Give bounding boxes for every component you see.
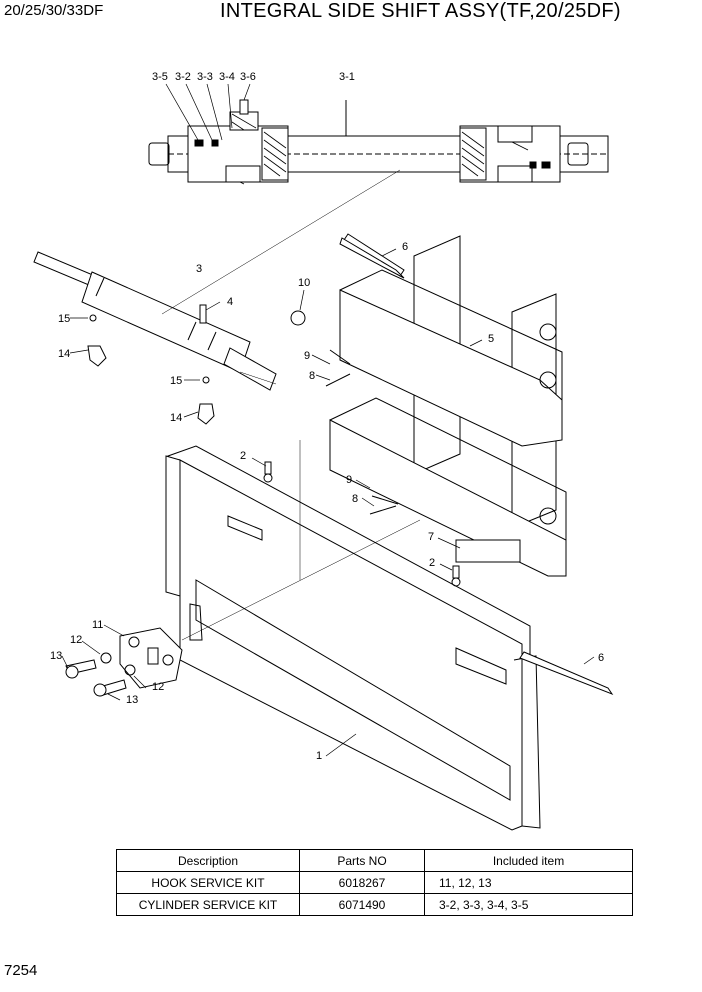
kit-included-items: 3-2, 3-3, 3-4, 3-5 bbox=[424, 893, 633, 916]
cylinder-assy-3 bbox=[33, 169, 401, 425]
callout-3-4: 3-4 bbox=[219, 71, 235, 83]
service-kit-table: Description Parts NO Included item HOOK … bbox=[116, 849, 633, 916]
side-shift-plate bbox=[329, 397, 567, 577]
leaders-lower bbox=[61, 248, 595, 757]
callout-7: 7 bbox=[428, 531, 434, 543]
callout-9-top: 9 bbox=[304, 350, 310, 362]
callout-14-top: 14 bbox=[58, 348, 70, 360]
hook-assy bbox=[65, 237, 614, 697]
page-title: INTEGRAL SIDE SHIFT ASSY(TF,20/25DF) bbox=[220, 0, 621, 22]
callout-9-bottom: 9 bbox=[346, 474, 352, 486]
callout-12-bottom: 12 bbox=[152, 681, 164, 693]
column-header-parts-no: Parts NO bbox=[299, 849, 425, 872]
callout-14-bottom: 14 bbox=[170, 412, 182, 424]
callout-4: 4 bbox=[227, 296, 233, 308]
callout-11: 11 bbox=[92, 619, 103, 631]
page-number: 7254 bbox=[4, 962, 38, 979]
callout-3-1: 3-1 bbox=[339, 71, 355, 83]
table-row: HOOK SERVICE KIT 6018267 11, 12, 13 bbox=[116, 871, 633, 894]
kit-part-number: 6018267 bbox=[299, 871, 425, 894]
kit-description: CYLINDER SERVICE KIT bbox=[116, 893, 300, 916]
callout-3: 3 bbox=[196, 263, 202, 275]
callout-8-top: 8 bbox=[309, 370, 315, 382]
carriage-frame-1 bbox=[165, 440, 541, 831]
callout-3-5: 3-5 bbox=[152, 71, 168, 83]
callout-15-top: 15 bbox=[58, 313, 70, 325]
table-header-row: Description Parts NO Included item bbox=[116, 849, 633, 872]
callout-13-top: 13 bbox=[50, 650, 62, 662]
kit-part-number: 6071490 bbox=[299, 893, 425, 916]
model-code: 20/25/30/33DF bbox=[4, 2, 104, 19]
callout-12-top: 12 bbox=[70, 634, 82, 646]
callout-2-bottom: 2 bbox=[429, 557, 435, 569]
callout-5: 5 bbox=[488, 333, 494, 345]
leaders-top bbox=[165, 83, 251, 141]
cylinder-section bbox=[148, 99, 609, 185]
callout-labels: 3-5 3-2 3-3 3-4 3-6 3-1 3 6 10 4 5 15 14… bbox=[50, 71, 604, 762]
side-shift-frame bbox=[290, 233, 563, 529]
kit-description: HOOK SERVICE KIT bbox=[116, 871, 300, 894]
callout-3-3: 3-3 bbox=[197, 71, 213, 83]
callout-13-bottom: 13 bbox=[126, 694, 138, 706]
callout-3-6: 3-6 bbox=[240, 71, 256, 83]
callout-15-bottom: 15 bbox=[170, 375, 182, 387]
callout-6-bottom: 6 bbox=[598, 652, 604, 664]
table-row: CYLINDER SERVICE KIT 6071490 3-2, 3-3, 3… bbox=[116, 893, 633, 916]
callout-1: 1 bbox=[316, 750, 322, 762]
column-header-description: Description bbox=[116, 849, 300, 872]
callout-2-top: 2 bbox=[240, 450, 246, 462]
callout-10: 10 bbox=[298, 277, 310, 289]
callout-8-bottom: 8 bbox=[352, 493, 358, 505]
kit-included-items: 11, 12, 13 bbox=[424, 871, 633, 894]
column-header-included-item: Included item bbox=[424, 849, 633, 872]
callout-3-2: 3-2 bbox=[175, 71, 191, 83]
callout-6-top: 6 bbox=[402, 241, 408, 253]
